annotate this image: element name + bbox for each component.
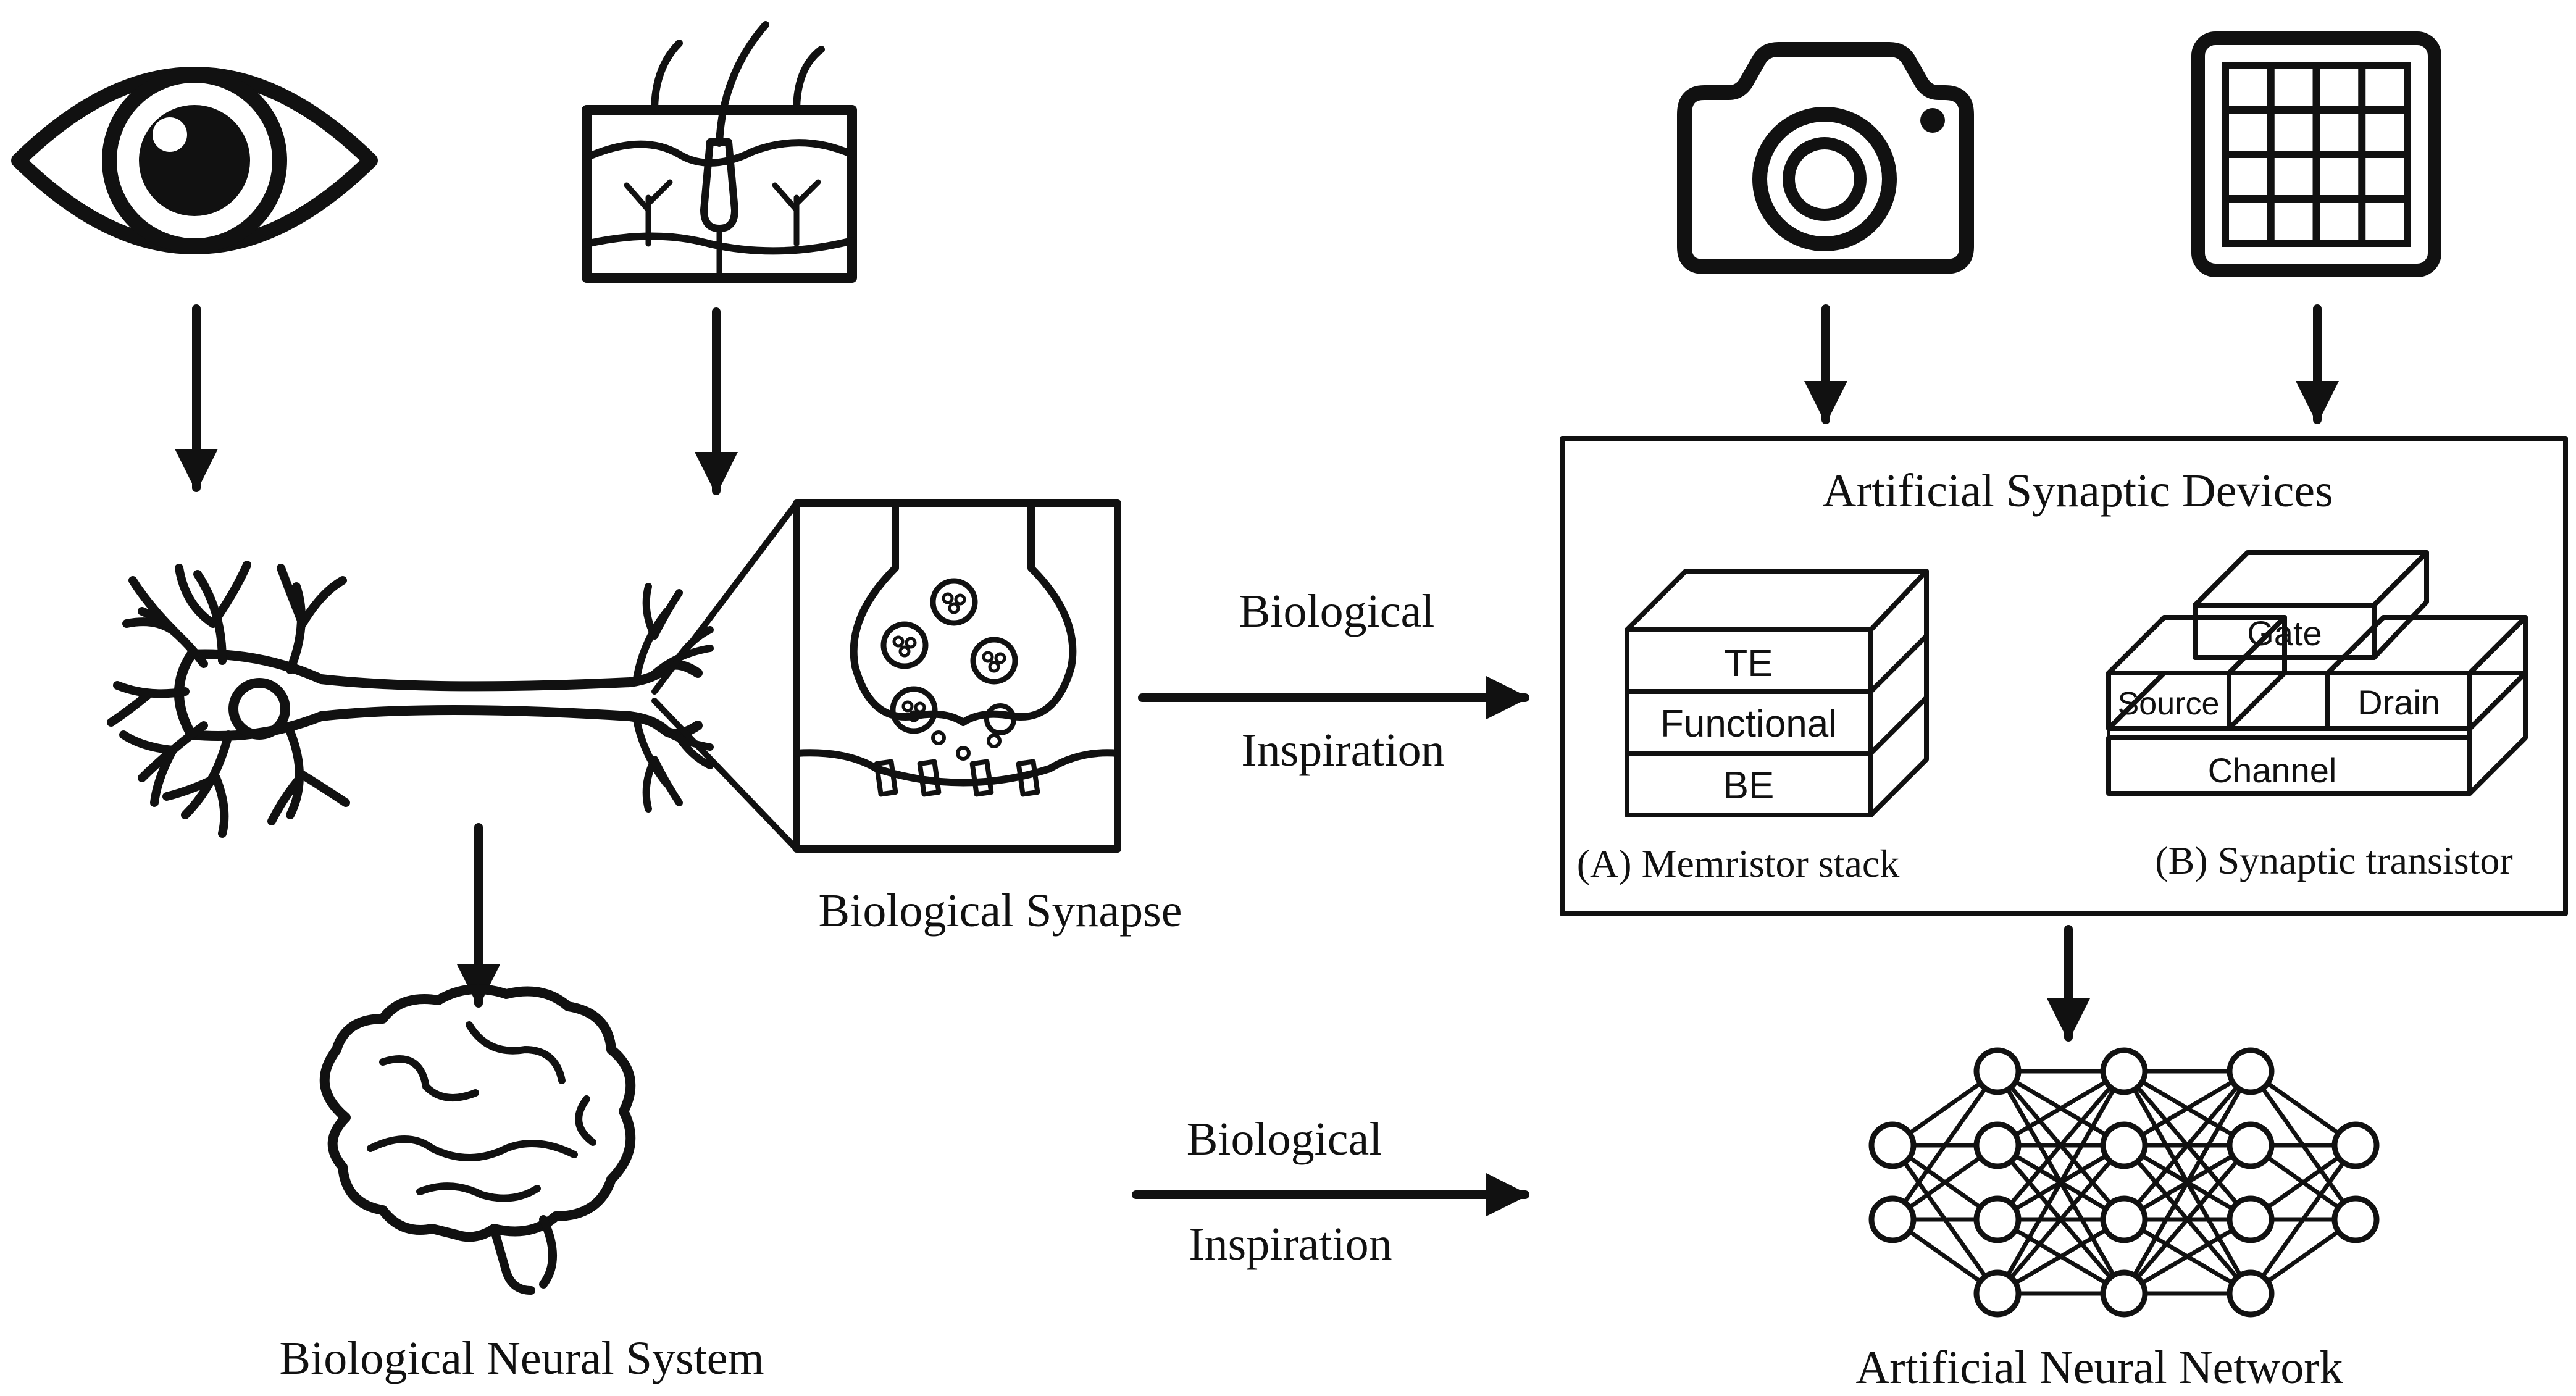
sensor-grid-icon — [2191, 31, 2441, 277]
transistor-caption: (B) Synaptic transistor — [2155, 838, 2512, 882]
transistor-gate-label: Gate — [2247, 614, 2322, 653]
label-artificial-synaptic-devices: Artificial Synaptic Devices — [1822, 465, 2333, 517]
memristor-layer-be: BE — [1723, 764, 1775, 807]
memristor-layer-te: TE — [1724, 642, 1773, 685]
skin-icon — [582, 21, 857, 283]
memristor-caption: (A) Memristor stack — [1577, 842, 1900, 885]
transistor-source-label: Source — [2118, 686, 2220, 722]
neuron-icon — [107, 561, 714, 838]
eye-icon — [11, 67, 378, 254]
transistor-channel-label: Channel — [2208, 751, 2337, 790]
neural-network-icon — [1868, 1047, 2380, 1318]
label-inspiration-bottom-2: Inspiration — [1189, 1218, 1392, 1270]
label-biological-neural-system: Biological Neural System — [279, 1332, 764, 1384]
label-inspiration-top-1: Biological — [1239, 585, 1435, 637]
label-biological-synapse: Biological Synapse — [819, 885, 1182, 937]
artificial-devices-panel — [1560, 436, 2568, 916]
synaptic-transistor — [2106, 550, 2528, 796]
memristor-layer-functional: Functional — [1660, 703, 1837, 745]
memristor-stack — [1625, 569, 1929, 817]
transistor-drain-label: Drain — [2357, 683, 2440, 722]
label-inspiration-top-2: Inspiration — [1241, 724, 1444, 776]
synapse-zoom-lines — [651, 500, 800, 852]
label-inspiration-bottom-1: Biological — [1187, 1113, 1382, 1165]
brain-icon — [319, 984, 636, 1295]
synapse-icon — [793, 499, 1121, 853]
camera-icon — [1677, 42, 1974, 274]
label-artificial-neural-network: Artificial Neural Network — [1855, 1342, 2343, 1394]
